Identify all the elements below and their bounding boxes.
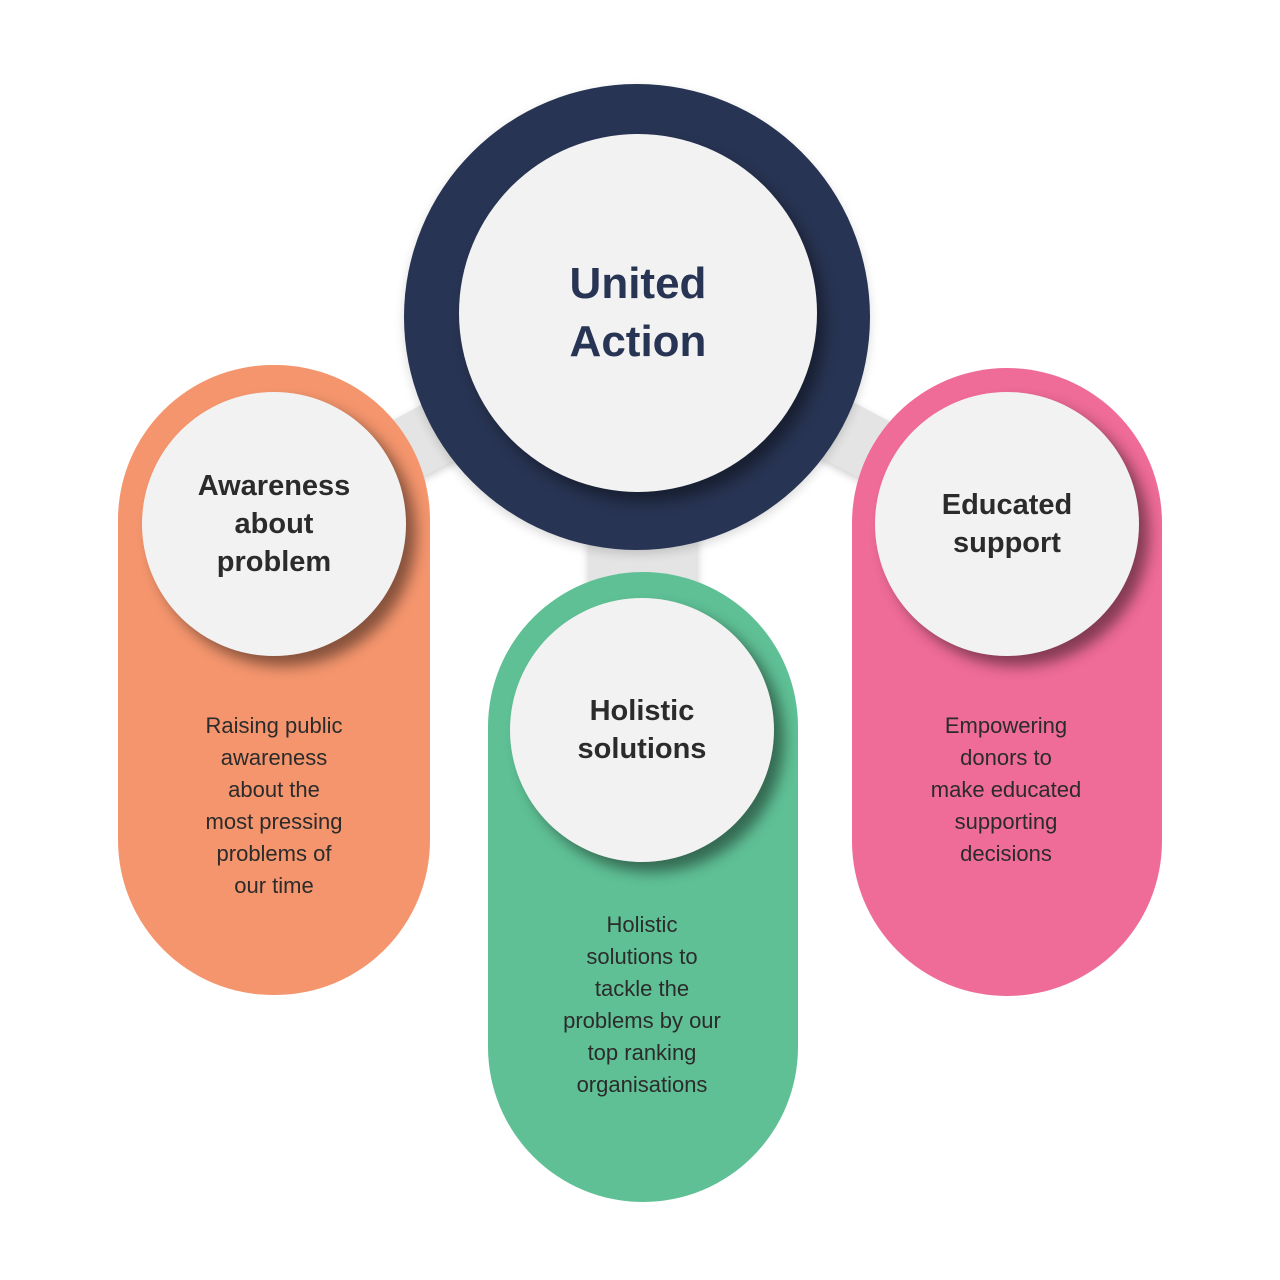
branch-disc-awareness: Awareness about problem: [142, 392, 406, 656]
branch-disc-holistic: Holistic solutions: [510, 598, 774, 862]
branch-description: Empowering donors to make educated suppo…: [930, 713, 1082, 866]
branch-title: Educated support: [941, 489, 1073, 559]
hub-disc: United Action: [459, 134, 817, 492]
branch-disc-educated: Educated support: [875, 392, 1139, 656]
hub-title: United Action: [569, 259, 707, 366]
branch-title: Holistic solutions: [577, 695, 707, 765]
branch-description: Raising public awareness about the most …: [205, 713, 343, 898]
branch-description: Holistic solutions to tackle the problem…: [563, 912, 721, 1097]
branch-title: Awareness about problem: [197, 470, 351, 578]
